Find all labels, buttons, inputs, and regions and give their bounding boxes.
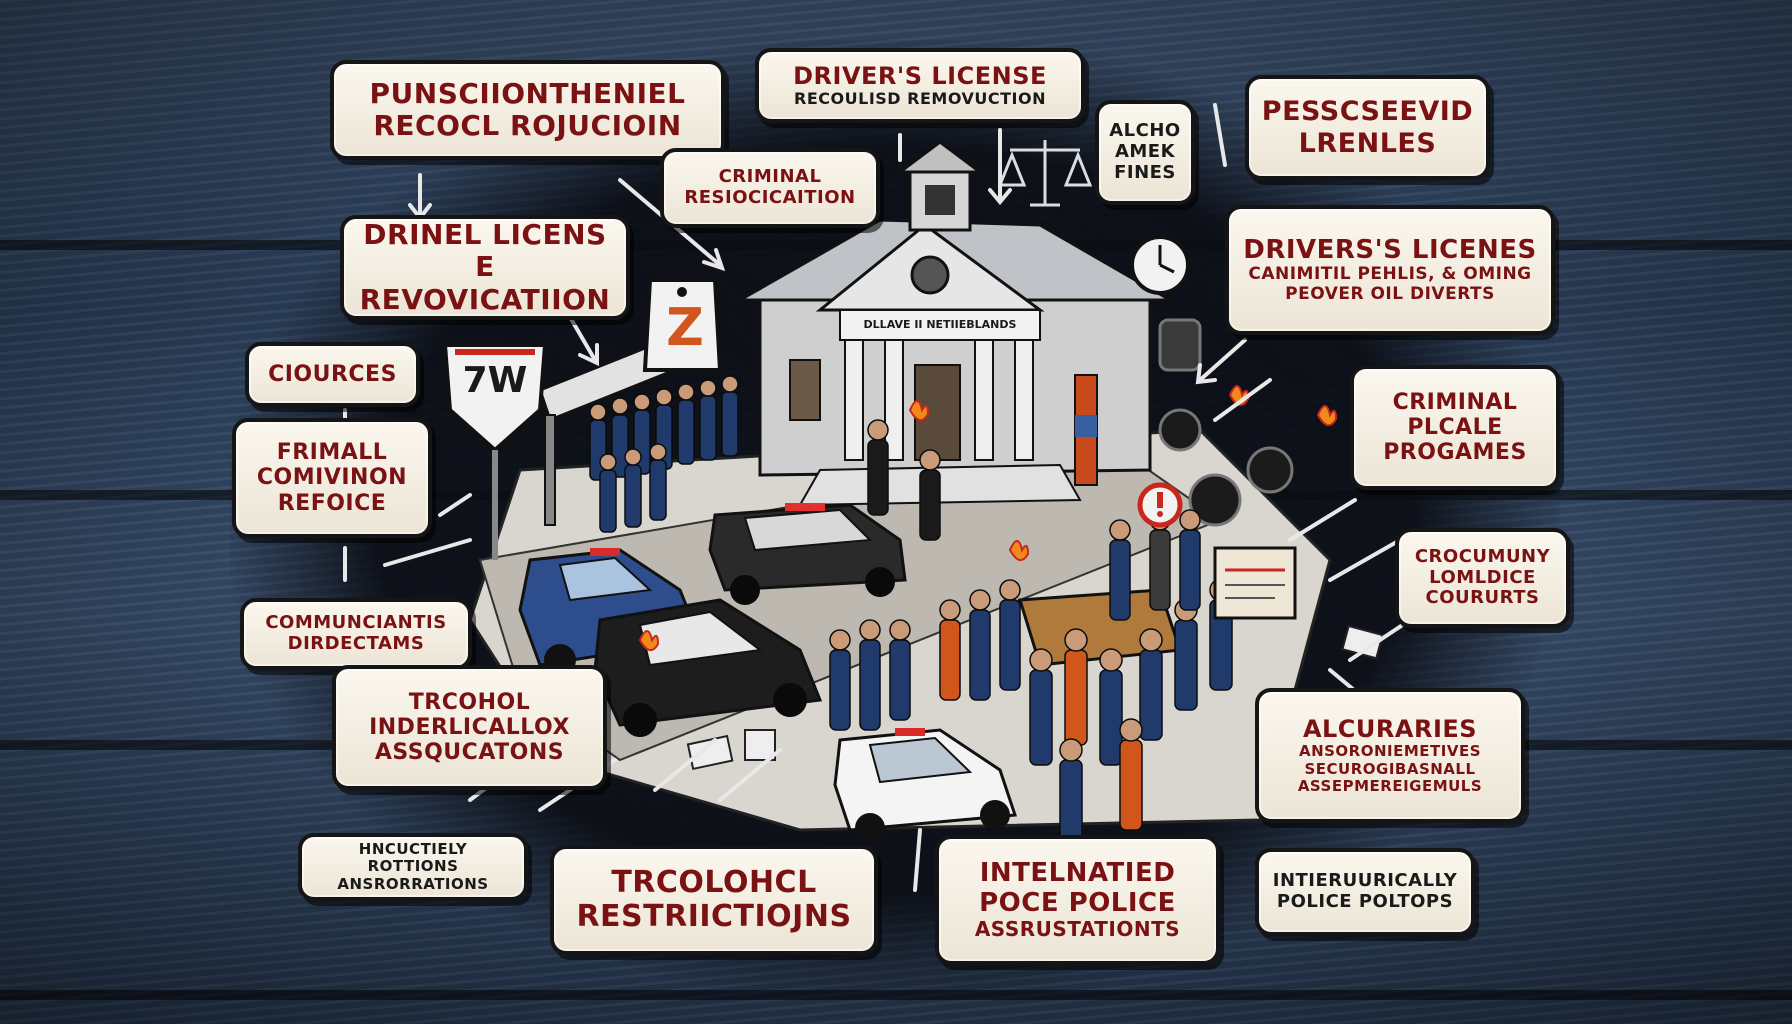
label-line: COMMUNCIANTIS — [265, 612, 447, 634]
label-line: ALCURARIES — [1302, 714, 1478, 743]
label-line: CRIMINAL — [718, 166, 822, 188]
label-ciources: CIOURCES — [245, 342, 420, 407]
papers-on-ground — [686, 624, 1384, 771]
label-line: INTIERUURICALLY — [1272, 870, 1458, 892]
label-drivers-license-top: DRIVER'S LICENSE RECOULISD REMOVUCTION — [755, 48, 1085, 123]
label-trcohol-inderlicallox: TRCOHOL INDERLICALLOX ASSQUCATONS — [332, 665, 607, 790]
courthouse-sign: DLLAVE II NETIIEBLANDS — [863, 318, 1017, 331]
label-line: ASSQUCATONS — [374, 740, 565, 766]
label-alcho-fines: ALCHO AMEK FINES — [1095, 100, 1195, 205]
officers-center-crowd — [829, 509, 1233, 851]
label-line: CRIMINAL — [1392, 389, 1518, 415]
label-line: ANSRORRATIONS — [337, 874, 489, 893]
clock-icon — [1130, 235, 1190, 295]
label-line: LRENLES — [1298, 127, 1437, 159]
label-line: PUNSCIIONTHENIEL — [369, 76, 686, 110]
label-line: ASSRUSTATIONTS — [974, 917, 1181, 942]
white-car — [833, 728, 1018, 843]
label-line: DRINEL LICENS E — [363, 218, 607, 284]
label-line: ALCHO — [1109, 120, 1181, 142]
label-line: HNCUCTIELY ROTTIONS — [358, 840, 468, 876]
courthouse — [734, 140, 1176, 507]
label-line: FINES — [1114, 161, 1176, 183]
label-line: PLCALE — [1407, 414, 1503, 440]
label-line: FRIMALL — [276, 440, 388, 466]
label-drivers-license-right: DRIVERS'S LICENES CANIMITIL PEHLIS, & OM… — [1225, 205, 1555, 335]
fire-icons — [638, 385, 1338, 651]
highway-shield-text: 7W — [462, 360, 528, 401]
highway-shield-sign — [442, 343, 548, 560]
label-line: INDERLICALLOX — [369, 714, 570, 740]
label-crocumuny-courts: CROCUMUNY LOMLDICE COURURTS — [1395, 528, 1570, 628]
label-line: COURURTS — [1425, 587, 1540, 609]
label-trcolohcl-restrictions: TRCOLOHCL RESTRIICTIOJNS — [550, 845, 878, 955]
label-communciantis: COMMUNCIANTIS DIRDECTAMS — [240, 598, 472, 670]
label-line: ASSEPMEREIGEMULS — [1297, 776, 1483, 795]
label-line: PROGAMES — [1383, 440, 1527, 466]
motorcycles — [1158, 318, 1294, 527]
label-line: TRCOHOL — [408, 689, 531, 715]
label-hncuctiely-rotions: HNCUCTIELY ROTTIONS ANSRORRATIONS — [298, 833, 528, 901]
z-tag-text: Z — [666, 298, 704, 358]
label-line: ANSORONIEMETIVES — [1298, 742, 1482, 761]
label-alcuraries: ALCURARIES ANSORONIEMETIVES SECUROGIBASN… — [1255, 688, 1525, 823]
label-line: DRIVERS'S LICENES — [1243, 234, 1537, 265]
label-line: POCE POLICE — [979, 887, 1176, 918]
label-line: RESIOCICAITION — [684, 187, 856, 208]
label-line: PESSCSEEVID — [1261, 96, 1474, 128]
label-intieruurically-police: INTIERUURICALLY POLICE POLTOPS — [1255, 848, 1475, 936]
label-line: RECOCL ROJUCIOIN — [373, 109, 682, 142]
officers-left-group — [589, 375, 739, 533]
label-criminal-resiocication: CRIMINAL RESIOCICAITION — [660, 148, 880, 228]
z-tag — [642, 278, 723, 372]
police-car-3 — [708, 503, 907, 605]
label-criminal-plcale-progames: CRIMINAL PLCALE PROGAMES — [1350, 365, 1560, 490]
warning-sign-icon — [1137, 482, 1183, 528]
label-line: REVOVICATIION — [359, 282, 611, 316]
label-line: DRIVER'S LICENSE — [793, 61, 1047, 90]
label-line: INTELNATIED — [979, 857, 1176, 888]
label-punishment-reduction: PUNSCIIONTHENIEL RECOCL ROJUCIOIN — [330, 60, 725, 160]
label-line: LOMLDICE — [1429, 566, 1536, 588]
label-frimall-comivinon: FRIMALL COMIVINON REFOICE — [232, 418, 432, 538]
label-line: CROCUMUNY — [1414, 545, 1551, 567]
label-line: CANIMITIL PEHLIS, & OMING — [1248, 264, 1532, 285]
label-line: PEOVER OIL DIVERTS — [1285, 283, 1495, 304]
awning-post — [544, 414, 556, 526]
label-line: RECOULISD REMOVUCTION — [794, 89, 1046, 109]
label-line: CIOURCES — [268, 361, 397, 387]
label-line: RESTRIICTIOJNS — [576, 899, 852, 934]
label-drinel-license-revocation: DRINEL LICENS E REVOVICATIION — [340, 215, 630, 320]
label-pessceevid: PESSCSEEVID LRENLES — [1245, 75, 1490, 180]
label-line: SECUROGIBASNALL — [1304, 759, 1476, 778]
label-line: POLICE POLTOPS — [1276, 891, 1454, 912]
police-car-2 — [593, 598, 823, 737]
officer-at-steps — [867, 419, 941, 541]
connector-arrows — [343, 103, 1422, 897]
scales-of-justice-icon — [997, 140, 1093, 207]
label-line: DIRDECTAMS — [287, 633, 425, 654]
easel-board — [1213, 546, 1297, 620]
label-line: REFOICE — [277, 490, 387, 516]
label-intelnatied-police: INTELNATIED POCE POLICE ASSRUSTATIONTS — [935, 835, 1220, 965]
label-line: AMEK — [1114, 141, 1176, 163]
label-line: COMIVINON — [256, 465, 408, 491]
label-line: TRCOLOHCL — [611, 864, 817, 900]
